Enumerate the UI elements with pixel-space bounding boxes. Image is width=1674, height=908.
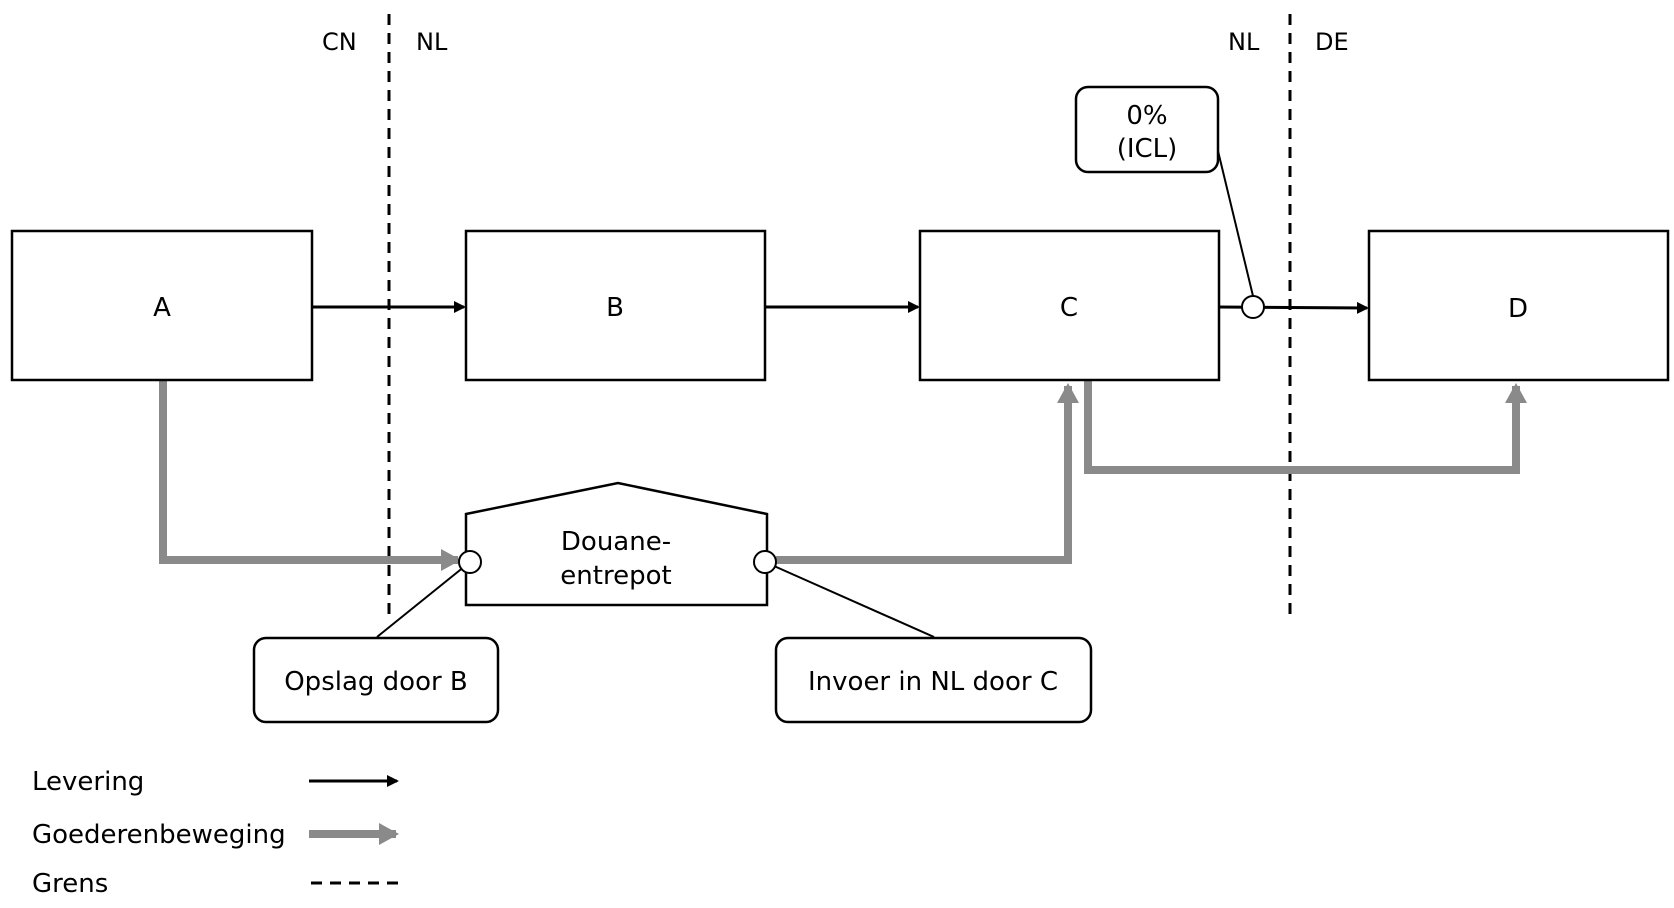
connector-circle-warehouse-out [753,550,777,574]
party-box-d [1367,229,1670,382]
party-label-c: C [1060,293,1078,323]
callout-icl-line2: (ICL) [1117,134,1178,164]
legend-label-border: Grens [32,869,108,899]
legend-label-goods-movement: Goederenbeweging [32,820,286,850]
warehouse-label-line1: Douane- [561,527,671,557]
connector-circle-icl [1241,295,1265,319]
callout-connector-import [764,561,935,638]
callout-connector-storage [376,561,471,638]
callout-box-icl [1074,85,1220,174]
border-label-de: DE [1315,28,1349,56]
party-box-c [918,229,1221,382]
border-label-nl-right: NL [1228,28,1260,56]
warehouse-label-line2: entrepot [560,561,671,591]
goods-movement-a-to-warehouse [159,380,461,571]
border-label-nl-left: NL [416,28,448,56]
goods-movement-warehouse-to-c [776,383,1079,564]
party-label-a: A [153,293,171,323]
party-box-b [464,229,767,382]
callout-import-text: Invoer in NL door C [808,667,1058,697]
border-label-cn: CN [322,28,357,56]
callout-connector-icl [1217,150,1254,297]
party-label-b: B [606,293,624,323]
callout-box-import [774,636,1093,724]
callout-icl-line1: 0% [1126,101,1167,131]
legend-label-delivery: Levering [32,767,144,797]
callout-box-storage [252,636,500,724]
goods-movement-c-to-d [1084,380,1527,474]
party-box-a [10,229,314,382]
party-label-d: D [1508,294,1528,324]
connector-circle-warehouse-in [458,550,482,574]
callout-storage-text: Opslag door B [284,667,468,697]
legend: Levering Goederenbeweging Grens [32,767,400,899]
